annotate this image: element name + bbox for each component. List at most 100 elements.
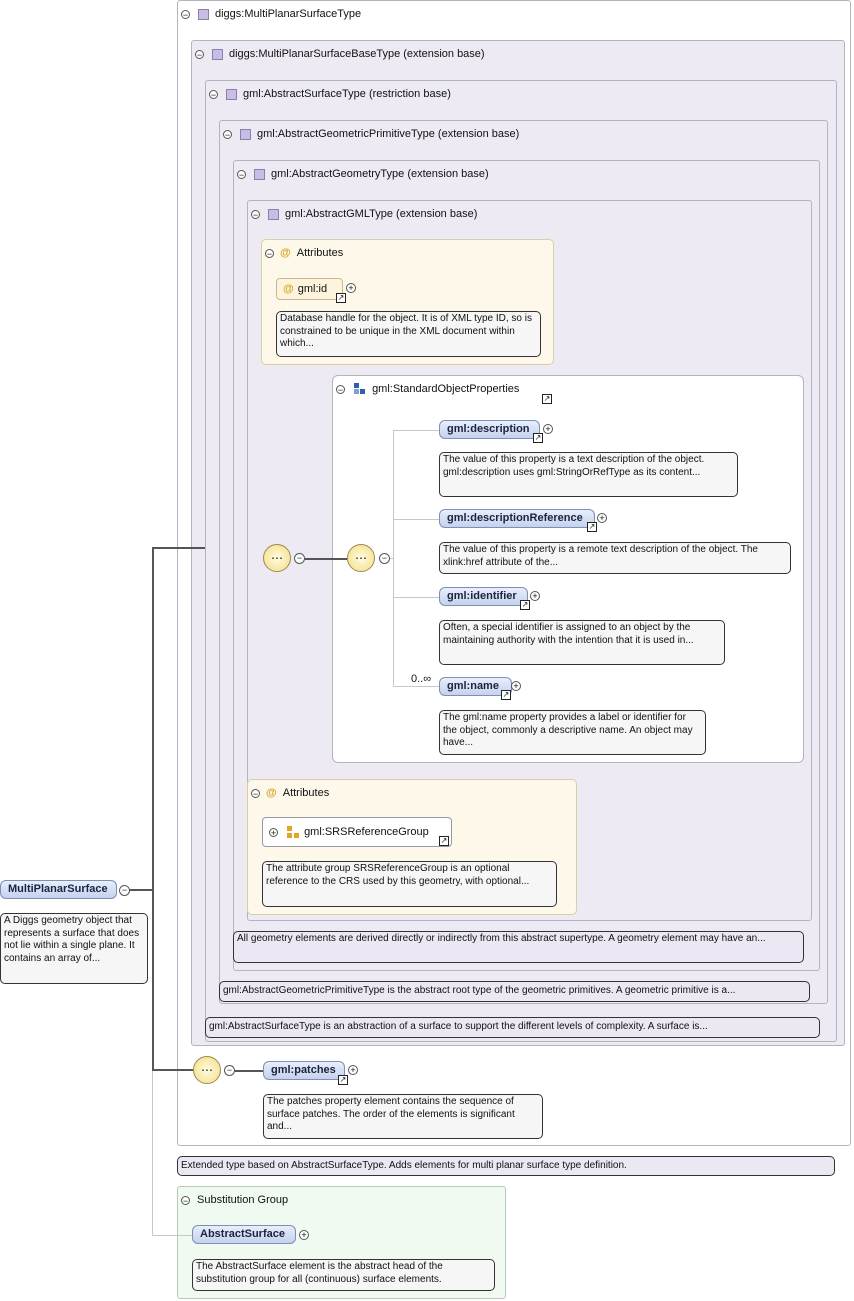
type-header-gml[interactable]: − gml:AbstractGMLType (extension base) [251, 206, 477, 222]
link-arrow-icon[interactable]: ↗ [336, 293, 346, 303]
type-title: gml:AbstractGeometricPrimitiveType (exte… [257, 128, 520, 140]
link-arrow-icon[interactable]: ↗ [439, 836, 449, 846]
link-arrow-icon[interactable]: ↗ [520, 600, 530, 610]
type-header-primitive[interactable]: − gml:AbstractGeometricPrimitiveType (ext… [223, 126, 519, 142]
connector-line [152, 547, 154, 1071]
doc-note-identifier: Often, a special identifier is assigned … [439, 620, 725, 665]
element-gml-patches[interactable]: gml:patches [263, 1061, 345, 1080]
connector-line [393, 519, 439, 520]
sequence-icon[interactable]: ⋯ [263, 544, 291, 572]
connector-line [152, 1069, 193, 1071]
expand-plus-icon[interactable]: + [348, 1065, 358, 1075]
collapse-toggle-icon[interactable]: − [209, 89, 218, 100]
collapse-toggle-icon[interactable]: − [181, 1195, 190, 1206]
group-icon [354, 383, 366, 395]
attribute-group-icon [287, 825, 300, 839]
type-title: gml:AbstractGMLType (extension base) [285, 208, 478, 220]
expand-plus-icon[interactable]: + [346, 283, 356, 293]
collapse-toggle-icon[interactable]: − [379, 553, 390, 564]
attribute-icon: @ [280, 247, 291, 259]
type-header-geometry[interactable]: − gml:AbstractGeometryType (extension bas… [237, 166, 489, 182]
group-header[interactable]: − gml:StandardObjectProperties [336, 381, 519, 397]
sequence-icon[interactable]: ⋯ [193, 1056, 221, 1084]
attributes-label: Attributes [296, 247, 344, 259]
connector-line [235, 1070, 263, 1072]
expand-plus-icon[interactable]: + [511, 681, 521, 691]
collapse-toggle-icon[interactable]: − [224, 1065, 235, 1076]
attributes-header[interactable]: −@ Attributes [251, 785, 329, 801]
attribute-name: gml:id [297, 283, 328, 295]
element-gml-description[interactable]: gml:description [439, 420, 540, 439]
type-header-multiplanar[interactable]: − diggs:MultiPlanarSurfaceType [181, 6, 361, 22]
element-gml-description-reference[interactable]: gml:descriptionReference [439, 509, 595, 528]
substitution-group-header[interactable]: −Substitution Group [181, 1192, 288, 1208]
connector-line [393, 430, 439, 431]
connector-line [393, 686, 439, 687]
collapse-toggle-icon[interactable]: − [181, 9, 190, 20]
collapse-toggle-icon[interactable]: − [237, 169, 246, 180]
element-gml-identifier[interactable]: gml:identifier [439, 587, 528, 606]
collapse-toggle-icon[interactable]: − [294, 553, 305, 564]
link-arrow-icon[interactable]: ↗ [338, 1075, 348, 1085]
doc-note-abstract-surface: The AbstractSurface element is the abstr… [192, 1259, 495, 1291]
substitution-group-label: Substitution Group [197, 1194, 289, 1206]
link-arrow-icon[interactable]: ↗ [542, 394, 552, 404]
connector-line [152, 547, 205, 549]
collapse-toggle-icon[interactable]: − [195, 49, 204, 60]
complex-type-icon [198, 8, 209, 20]
type-title: gml:AbstractGeometryType (extension base… [271, 168, 489, 180]
doc-note-primitive-type: gml:AbstractGeometricPrimitiveType is th… [219, 981, 810, 1002]
type-title: diggs:MultiPlanarSurfaceType [215, 8, 362, 20]
complex-type-icon [254, 168, 265, 180]
group-title: gml:StandardObjectProperties [372, 383, 520, 395]
attribute-icon: @ [283, 283, 294, 295]
attribute-group-srs-reference[interactable]: + gml:SRSReferenceGroup [262, 817, 452, 847]
element-abstract-surface[interactable]: AbstractSurface [192, 1225, 296, 1244]
type-header-base[interactable]: − diggs:MultiPlanarSurfaceBaseType (exten… [195, 46, 485, 62]
link-arrow-icon[interactable]: ↗ [587, 522, 597, 532]
collapse-toggle-icon[interactable]: − [119, 885, 130, 896]
expand-toggle-icon[interactable]: + [269, 827, 278, 838]
doc-note-root: A Diggs geometry object that represents … [0, 913, 148, 984]
type-title: diggs:MultiPlanarSurfaceBaseType (extens… [229, 48, 485, 60]
doc-note-name: The gml:name property provides a label o… [439, 710, 706, 755]
attribute-group-name: gml:SRSReferenceGroup [304, 826, 429, 838]
connector-line [128, 889, 154, 891]
collapse-toggle-icon[interactable]: − [336, 384, 345, 395]
collapse-toggle-icon[interactable]: − [251, 209, 260, 220]
sequence-icon[interactable]: ⋯ [347, 544, 375, 572]
doc-note-gml-id: Database handle for the object. It is of… [276, 311, 541, 357]
doc-note-description-reference: The value of this property is a remote t… [439, 542, 791, 574]
expand-plus-icon[interactable]: + [543, 424, 553, 434]
link-arrow-icon[interactable]: ↗ [533, 433, 543, 443]
root-element-multi-planar-surface[interactable]: MultiPlanarSurface [0, 880, 117, 899]
attribute-gml-id[interactable]: @gml:id [276, 278, 343, 300]
doc-note-geometry-type: All geometry elements are derived direct… [233, 931, 804, 963]
complex-type-icon [240, 128, 251, 140]
substitution-connector-line [152, 1071, 153, 1235]
expand-plus-icon[interactable]: + [597, 513, 607, 523]
type-header-surface[interactable]: − gml:AbstractSurfaceType (restriction ba… [209, 86, 451, 102]
doc-note-surface-type: gml:AbstractSurfaceType is an abstractio… [205, 1017, 820, 1038]
collapse-toggle-icon[interactable]: − [251, 788, 260, 799]
type-title: gml:AbstractSurfaceType (restriction bas… [243, 88, 451, 100]
collapse-toggle-icon[interactable]: − [265, 248, 274, 259]
collapse-toggle-icon[interactable]: − [223, 129, 232, 140]
connector-line [305, 558, 347, 560]
expand-plus-icon[interactable]: + [530, 591, 540, 601]
doc-note-srs: The attribute group SRSReferenceGroup is… [262, 861, 557, 907]
complex-type-icon [268, 208, 279, 220]
substitution-connector-line [152, 1235, 192, 1236]
attributes-label: Attributes [282, 787, 330, 799]
attributes-header[interactable]: −@ Attributes [265, 245, 343, 261]
connector-line [390, 558, 394, 559]
link-arrow-icon[interactable]: ↗ [501, 690, 511, 700]
attribute-icon: @ [266, 787, 277, 799]
occurrence-label: 0..∞ [411, 673, 432, 685]
doc-note-extended-type: Extended type based on AbstractSurfaceTy… [177, 1156, 835, 1176]
complex-type-icon [226, 88, 237, 100]
expand-plus-icon[interactable]: + [299, 1230, 309, 1240]
complex-type-icon [212, 48, 223, 60]
element-gml-name[interactable]: gml:name [439, 677, 512, 696]
connector-line [393, 597, 439, 598]
